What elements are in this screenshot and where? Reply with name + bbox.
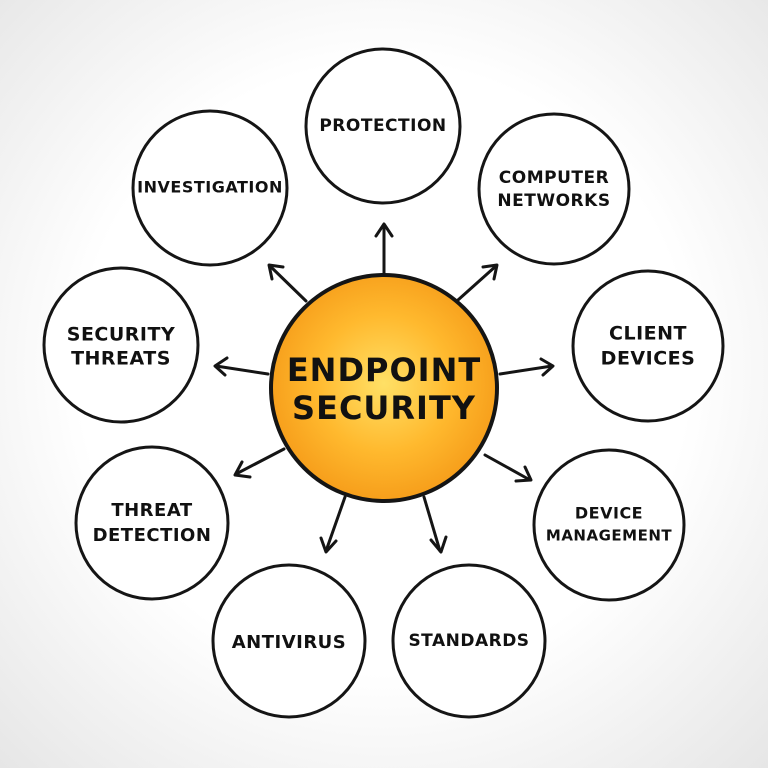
node-label-threat: THREAT [111, 500, 193, 521]
node-label-threats: THREATS [71, 348, 171, 370]
node-label-detection: DETECTION [93, 525, 212, 546]
center-circle [269, 273, 499, 503]
node-standards: STANDARDS [391, 563, 547, 719]
node-label-devices: DEVICES [601, 348, 696, 370]
arrow-to-investigation [267, 263, 308, 303]
center-label-line1: ENDPOINT [287, 351, 481, 389]
node-label-security: SECURITY [67, 324, 175, 346]
connector-arrows [213, 222, 555, 554]
node-computer-networks: COMPUTER NETWORKS [477, 112, 631, 266]
arrow-to-protection [374, 222, 394, 278]
center-node-endpoint-security: ENDPOINT SECURITY [269, 273, 499, 503]
arrow-to-standards [422, 495, 448, 554]
arrow-to-antivirus [319, 495, 347, 554]
node-investigation: INVESTIGATION [131, 109, 289, 267]
arrow-to-computer-networks [456, 263, 499, 302]
node-threat-detection: THREAT DETECTION [74, 445, 230, 601]
node-label-antivirus: ANTIVIRUS [232, 632, 347, 653]
arrow-to-device-management [483, 453, 533, 483]
node-label-client: CLIENT [609, 323, 687, 345]
center-label-line2: SECURITY [292, 389, 476, 427]
node-label-standards: STANDARDS [408, 631, 529, 651]
node-label-computer: COMPUTER [499, 168, 609, 188]
arrow-to-client-devices [498, 357, 555, 377]
node-label-protection: PROTECTION [319, 116, 446, 136]
node-device-management: DEVICE MANAGEMENT [532, 448, 686, 602]
arrow-to-security-threats [213, 356, 270, 377]
node-label-device: DEVICE [575, 504, 643, 523]
node-protection: PROTECTION [304, 47, 462, 205]
node-security-threats: SECURITY THREATS [42, 266, 200, 424]
node-label-investigation: INVESTIGATION [137, 178, 283, 197]
node-label-networks: NETWORKS [497, 191, 610, 211]
arrow-to-threat-detection [233, 447, 286, 479]
node-antivirus: ANTIVIRUS [211, 563, 367, 719]
node-label-management: MANAGEMENT [546, 527, 672, 545]
node-client-devices: CLIENT DEVICES [571, 269, 725, 423]
